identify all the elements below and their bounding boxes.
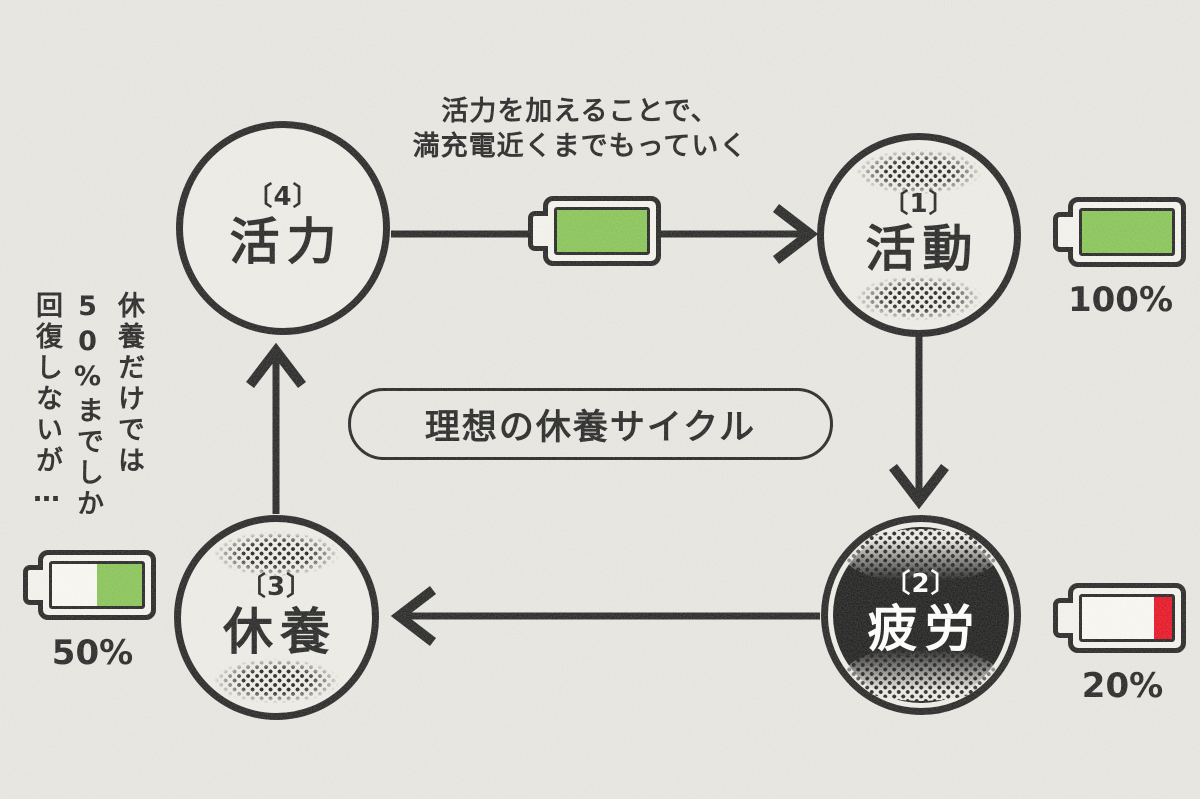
node-activity-label: 活動 (865, 220, 980, 279)
node-fatigue-label: 疲労 (867, 600, 982, 659)
battery-fill-level (557, 210, 647, 252)
battery-percent-activity: 100% (1067, 280, 1174, 320)
battery-terminal (528, 211, 548, 251)
side-note-vertical-text: 休養だけでは 50%までしか 回復しないが… (26, 291, 149, 551)
node-activity-circle: 〔1〕 活動 (817, 133, 1021, 337)
node-rest-circle: 〔3〕 休養 (174, 515, 379, 720)
arrow-activity-to-fatigue (889, 336, 949, 510)
node-fatigue-order: 〔2〕 (884, 569, 958, 600)
side-note-line3: 回復しないが… (31, 291, 62, 512)
top-caption-line2: 満充電近くまでもっていく (412, 131, 748, 162)
battery-terminal (1053, 598, 1073, 638)
node-vitality-order: 〔4〕 (246, 182, 320, 213)
node-rest-order: 〔3〕 (239, 571, 314, 602)
top-caption: 活力を加えることで、 満充電近くまでもっていく (385, 94, 775, 164)
arrow-fatigue-to-rest (390, 586, 820, 646)
arrow-rest-to-vitality (246, 342, 306, 514)
halftone-dots (211, 531, 342, 577)
cycle-title-pill: 理想の休養サイクル (348, 388, 833, 460)
battery-fill-level (1154, 597, 1172, 639)
halftone-dots (211, 658, 342, 704)
node-vitality-circle: 〔4〕 活力 (176, 121, 390, 335)
battery-50-icon (23, 550, 158, 620)
cycle-title: 理想の休養サイクル (424, 407, 757, 448)
node-vitality-label: 活力 (229, 213, 344, 272)
halftone-dots (854, 275, 984, 321)
battery-20-icon (1053, 583, 1188, 653)
battery-fill-level (97, 564, 142, 606)
node-activity-order: 〔1〕 (882, 189, 956, 220)
side-note-line2: 50%までしか (72, 291, 103, 520)
battery-percent-rest: 50% (51, 633, 134, 673)
side-note-line1: 休養だけでは (113, 291, 144, 477)
node-rest-label: 休養 (223, 602, 337, 661)
battery-fill-level (1082, 211, 1172, 253)
battery-terminal (1053, 212, 1073, 252)
top-caption-line1: 活力を加えることで、 (441, 96, 719, 127)
battery-percent-fatigue: 20% (1081, 666, 1164, 706)
halftone-dots (854, 149, 984, 195)
battery-100-icon (1053, 197, 1188, 267)
battery-terminal (23, 565, 43, 605)
node-fatigue-circle: 〔2〕 疲労 (821, 515, 1021, 715)
battery-transfer-icon (528, 196, 663, 266)
